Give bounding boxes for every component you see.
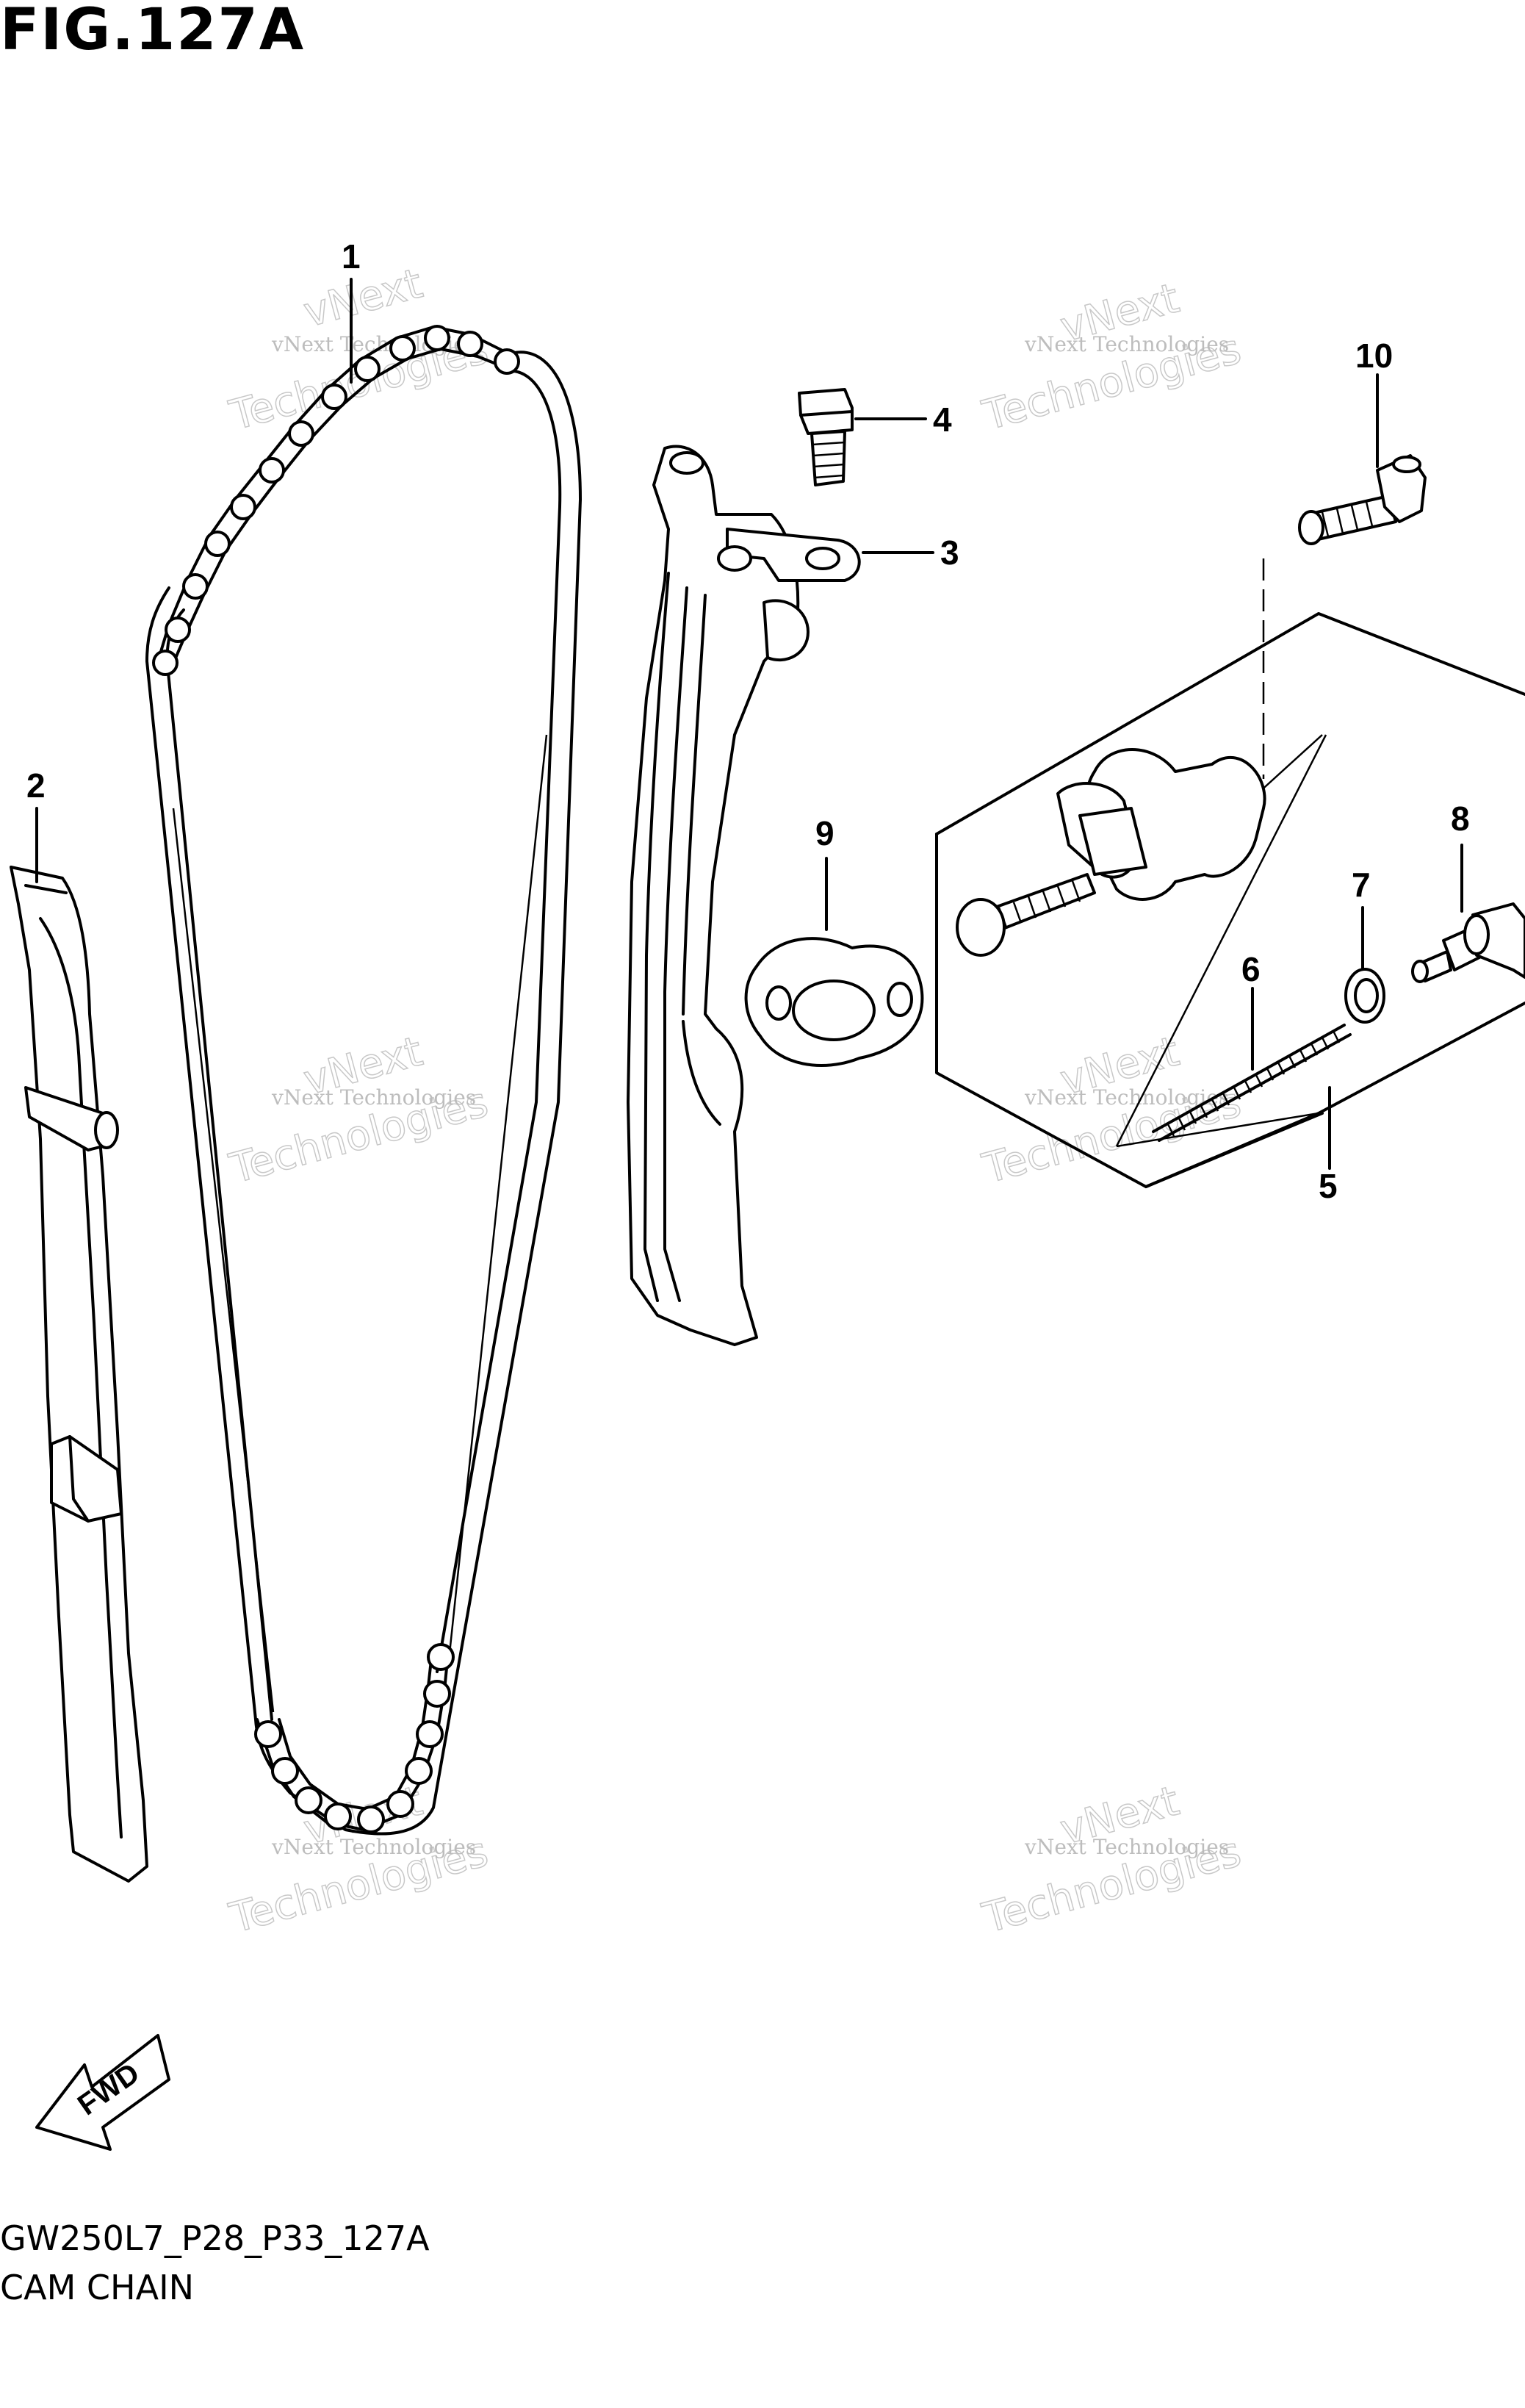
watermark-text: vNext Technologies: [1024, 1835, 1229, 1859]
bolt-4: [798, 388, 927, 486]
plug-bolt-8: [1411, 844, 1525, 983]
callout-5: 5: [1319, 1167, 1338, 1205]
callout-6: 6: [1241, 950, 1261, 988]
watermark-bottom-right: vNext vNext Technologies Technologies: [977, 1777, 1247, 1944]
watermark-top-left: vNext vNext Technologies Technologies: [224, 259, 494, 441]
gasket-9: [744, 857, 924, 1067]
watermark-text: vNext Technologies: [1024, 332, 1229, 356]
callout-9: 9: [815, 814, 834, 852]
figure-caption: CAM CHAIN: [0, 2268, 195, 2307]
gasket-ring-7: [1344, 906, 1385, 1024]
watermark-text: vNext: [299, 259, 428, 337]
cam-chain: [145, 278, 582, 1836]
watermark-text: vNext Technologies: [271, 1085, 476, 1110]
watermark-text: vNext Technologies: [1024, 1085, 1229, 1110]
fwd-arrow: FWD: [35, 2034, 170, 2151]
callout-7: 7: [1352, 866, 1371, 904]
cam-chain-top-links: [152, 325, 520, 676]
watermark-top-right: vNext vNext Technologies Technologies: [977, 274, 1247, 441]
figure-title: FIG.127A: [0, 0, 306, 63]
callout-2: 2: [26, 766, 46, 805]
callout-4: 4: [933, 400, 952, 439]
tensioner-adjuster-guide: [627, 445, 934, 1346]
chain-guide: [10, 807, 148, 1883]
callout-3: 3: [940, 533, 959, 572]
bolt-10: [1298, 373, 1427, 545]
watermark-bottom-left: vNext vNext Technologies Technologies: [224, 1777, 494, 1944]
spring-6: [1152, 987, 1352, 1142]
watermark-mid-left: vNext vNext Technologies Technologies: [224, 1027, 494, 1194]
callout-8: 8: [1451, 799, 1470, 838]
callout-1: 1: [342, 237, 361, 276]
figure-code: GW250L7_P28_P33_127A: [0, 2218, 430, 2258]
cam-chain-bottom-links: [254, 1643, 455, 1833]
callout-10: 10: [1355, 337, 1393, 375]
callout-labels: 1 2 3 4 5 6 7 8 9 10: [26, 237, 1470, 1205]
watermark-text: vNext Technologies: [271, 1835, 476, 1859]
tensioner-assembly: [935, 558, 1525, 1188]
